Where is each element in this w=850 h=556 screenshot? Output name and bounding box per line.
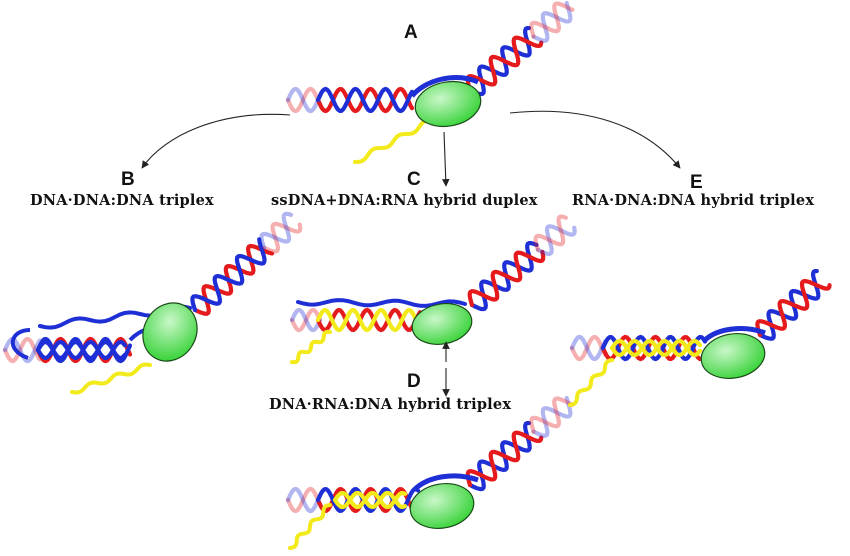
helix-strand xyxy=(531,0,573,43)
panel-e-upper-helix xyxy=(755,268,832,341)
panel-label-d: D xyxy=(407,371,421,392)
panel-a-protein xyxy=(414,80,482,128)
helix-strand xyxy=(600,334,708,362)
helix-strand xyxy=(600,334,708,362)
helix-strand xyxy=(289,307,323,333)
helix-strand xyxy=(315,487,421,513)
panel-d-dna xyxy=(285,486,421,514)
panel-d-rna-tail xyxy=(288,503,332,550)
panel-label-c: C xyxy=(407,169,421,190)
helix-strand xyxy=(190,237,267,313)
helix-strand xyxy=(285,86,323,114)
panel-a-upper-helix xyxy=(465,0,575,97)
caption-ssdna-dna-rna-hybrid-duplex: ssDNA+DNA:RNA hybrid duplex xyxy=(271,192,538,209)
panel-d-bubble-strand xyxy=(412,473,479,492)
panel-b-rna-strand xyxy=(70,362,152,395)
panel-label-b: B xyxy=(121,169,135,190)
panel-c-rna-tail xyxy=(290,329,332,365)
panel-e-bubble-strand xyxy=(703,326,766,342)
helix-strand xyxy=(315,86,415,114)
panel-c-ssdna-strand xyxy=(296,298,467,308)
helix-strand xyxy=(531,395,573,438)
helix-strand xyxy=(262,221,303,254)
panel-a-dna xyxy=(285,86,415,114)
caption-dna-rna-dna-hybrid-triplex: DNA·RNA:DNA hybrid triplex xyxy=(269,396,512,413)
helix-strand xyxy=(569,334,608,362)
caption-rna-dna-dna-hybrid-triplex: RNA·DNA:DNA hybrid triplex xyxy=(572,192,815,209)
helix-strand xyxy=(529,396,575,434)
helix-strand xyxy=(467,420,532,492)
panel-label-e: E xyxy=(690,172,703,193)
helix-strand xyxy=(465,430,544,488)
panel-e-protein xyxy=(700,333,766,379)
caption-dna-dna-dna-triplex: DNA·DNA:DNA triplex xyxy=(30,192,214,209)
helix-strand xyxy=(569,334,608,362)
helix-strand xyxy=(332,490,408,510)
helix-strand xyxy=(259,211,294,250)
panel-c-dna xyxy=(289,307,423,333)
panel-b-loop-end xyxy=(10,328,31,360)
helix-strand xyxy=(533,214,568,252)
helix-strand xyxy=(529,1,575,39)
helix-strand xyxy=(467,25,532,97)
arrow-a-to-c xyxy=(441,131,450,187)
helix-strand xyxy=(289,307,323,333)
helix-strand xyxy=(285,486,323,514)
panel-b-dna xyxy=(2,327,167,364)
helix-strand xyxy=(315,487,421,513)
helix-strand xyxy=(609,338,703,358)
panel-a-bubble-strand xyxy=(410,75,479,98)
panel-c-upper-helix xyxy=(467,214,577,312)
helix-strand xyxy=(465,35,544,93)
helix-strand xyxy=(285,486,323,514)
panel-label-a: A xyxy=(404,22,418,43)
helix-strand xyxy=(755,278,832,338)
panel-a-rna-strand xyxy=(353,118,434,164)
panel-e-rna-tail xyxy=(568,358,614,407)
panel-e-dna xyxy=(569,334,708,362)
helix-strand xyxy=(285,86,323,114)
panel-d-upper-helix xyxy=(465,395,575,492)
helix-strand xyxy=(2,336,43,364)
helix-strand xyxy=(315,307,423,333)
helix-strand xyxy=(332,490,408,510)
helix-strand xyxy=(467,249,546,308)
arrow-a-to-b xyxy=(141,113,291,169)
helix-strand xyxy=(35,339,128,361)
panel-d-protein xyxy=(409,483,475,529)
arrow-a-to-e xyxy=(509,110,681,169)
panel-b-upper-helix xyxy=(190,211,303,316)
helix-strand xyxy=(535,224,577,256)
panel-b-protein xyxy=(142,302,198,362)
